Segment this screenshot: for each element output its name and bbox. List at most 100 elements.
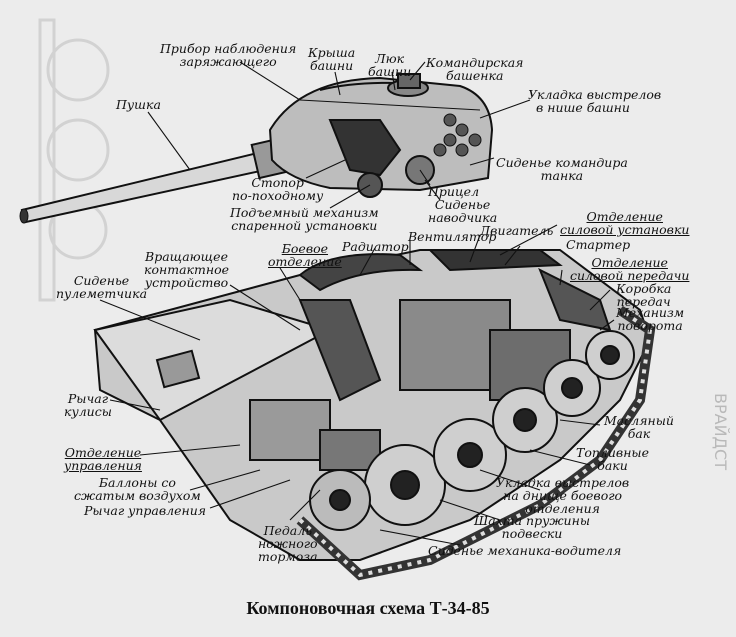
label-line: бак — [627, 426, 651, 441]
label-line: Шахта пружины — [474, 513, 591, 528]
label-rotary-contact-device: Вращающее контактное устройство — [144, 250, 229, 289]
label-line: кулисы — [64, 404, 112, 419]
label-gear-lever: Рычаг кулисы — [64, 392, 112, 418]
label-line: Боевое — [281, 241, 329, 256]
label-driver-seat: Сиденье механика-водителя — [428, 544, 621, 557]
label-line: контактное — [144, 262, 230, 277]
label-elevation-mechanism: Подъемный механизм спаренной установки — [230, 206, 379, 232]
road-wheel-1 — [364, 444, 446, 526]
label-control-compartment: Отделение управления — [64, 446, 142, 472]
label-line: передач — [616, 294, 671, 309]
label-steering-mechanism: Механизм поворота — [616, 306, 684, 332]
label-engine: Двигатель — [480, 224, 553, 237]
label-line: поворота — [617, 318, 683, 333]
track — [296, 305, 656, 581]
label-line: ножного — [258, 536, 318, 551]
label-line: Отделение — [64, 445, 142, 460]
label-fan: Вентилятор — [408, 230, 496, 243]
label-gunsight: Прицел — [428, 185, 479, 198]
label-line: Люк — [375, 51, 405, 66]
label-line: Механизм — [616, 305, 685, 320]
label-line: устройство — [144, 275, 229, 290]
label-line: Сиденье — [73, 273, 130, 288]
label-line: Подъемный механизм — [230, 205, 379, 220]
label-gearbox: Коробка передач — [616, 282, 671, 308]
label-line: Радиатор — [342, 239, 409, 254]
road-wheel-3 — [492, 387, 558, 453]
label-line: танка — [540, 168, 584, 183]
label-line: по-походному — [232, 188, 324, 203]
label-line: сжатым воздухом — [74, 488, 201, 503]
label-oil-tank: Масляный бак — [604, 414, 674, 440]
label-line: спаренной установки — [231, 218, 378, 233]
label-line: Вентилятор — [408, 229, 497, 244]
label-fuel-tanks: Топливные баки — [576, 446, 649, 472]
label-line: Отделение — [591, 255, 668, 270]
label-line: заряжающего — [179, 54, 277, 69]
label-suspension-spring-shaft: Шахта пружины подвески — [474, 514, 590, 540]
label-line: Стопор — [251, 175, 304, 190]
label-line: силовой передачи — [570, 268, 690, 283]
label-turret-roof: Крыша башни — [308, 46, 355, 72]
label-line: Топливные — [576, 445, 650, 460]
label-line: отделения — [525, 501, 600, 516]
label-line: Прибор наблюдения — [160, 41, 297, 56]
label-compressed-air-cylinders: Баллоны со сжатым воздухом — [74, 476, 201, 502]
label-line: управления — [64, 458, 142, 473]
label-line: Укладка выстрелов — [528, 87, 662, 102]
road-wheels — [309, 330, 635, 531]
label-commander-seat: Сиденье командира танка — [496, 156, 628, 182]
label-line: Сиденье — [434, 197, 491, 212]
label-line: Баллоны со — [98, 475, 176, 490]
label-control-lever: Рычаг управления — [84, 504, 206, 517]
label-line: Стартер — [566, 237, 631, 252]
faint-watermark-text: ВРАЙДСТ — [711, 393, 730, 470]
label-line: Двигатель — [480, 223, 554, 238]
label-starter: Стартер — [566, 238, 630, 251]
label-line: баки — [597, 458, 628, 473]
leader-lines — [99, 61, 615, 546]
label-line: Педаль — [263, 523, 312, 538]
label-commander-cupola: Командирская башенка — [426, 56, 523, 82]
road-wheel-5 — [585, 330, 635, 380]
turret — [268, 73, 494, 198]
label-line: подвески — [501, 526, 563, 541]
label-radiator: Радиатор — [342, 240, 409, 253]
idler-wheel — [309, 469, 371, 531]
label-line: Сиденье механика-водителя — [428, 543, 622, 558]
label-machine-gunner-seat: Сиденье пулеметчика — [56, 274, 147, 300]
label-travel-lock: Стопор по-походному — [232, 176, 323, 202]
label-floor-ammo-stowage: Укладка выстрелов на днище боевого отдел… — [496, 476, 629, 515]
label-line: Отделение — [586, 209, 663, 224]
label-line: Крыша — [308, 45, 356, 60]
label-power-plant-compartment: Отделение силовой установки — [560, 210, 689, 236]
label-line: в нише башни — [536, 100, 630, 115]
label-transmission-compartment: Отделение силовой передачи — [570, 256, 689, 282]
label-line: башни — [368, 64, 412, 79]
label-line: Вращающее — [145, 249, 228, 264]
label-line: башни — [309, 58, 354, 73]
label-line: силовой установки — [560, 222, 690, 237]
label-line: тормоза — [258, 549, 318, 564]
label-line: Рычаг управления — [84, 503, 207, 518]
label-loader-periscope: Прибор наблюдения заряжающего — [160, 42, 296, 68]
label-line: Командирская — [426, 55, 524, 70]
background-ghost-wheels — [38, 18, 110, 302]
label-turret-hatch: Люк башни — [368, 52, 411, 78]
label-line: Прицел — [428, 184, 480, 199]
label-line: башенка — [445, 68, 504, 83]
label-foot-brake-pedal: Педаль ножного тормоза — [258, 524, 318, 563]
label-line: на днище боевого — [503, 488, 623, 503]
label-line: Пушка — [116, 97, 161, 112]
label-gunner-seat: Сиденье наводчика — [428, 198, 497, 224]
label-fighting-compartment: Боевое отделение — [268, 242, 342, 268]
label-line: отделение — [268, 254, 342, 269]
label-line: Масляный — [604, 413, 674, 428]
road-wheel-4 — [543, 359, 601, 417]
label-line: Рычаг — [67, 391, 109, 406]
label-turret-niche-ammo: Укладка выстрелов в нише башни — [528, 88, 661, 114]
label-line: пулеметчика — [56, 286, 148, 301]
label-main-gun: Пушка — [116, 98, 161, 111]
diagram-caption: Компоновочная схема Т-34-85 — [246, 598, 490, 618]
